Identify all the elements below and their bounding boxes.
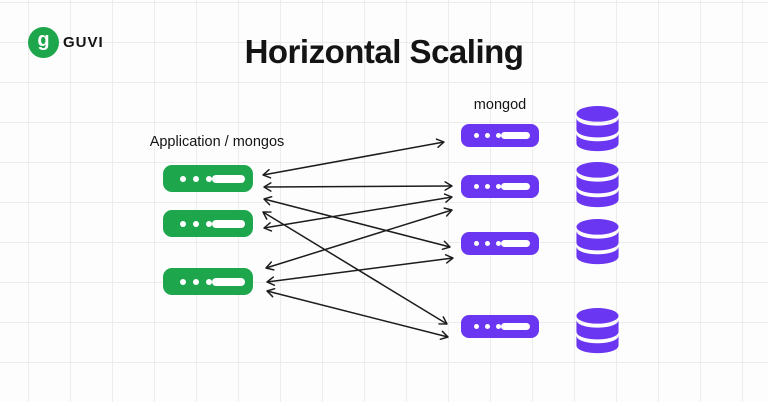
server-led-dot [474, 184, 479, 189]
server-led-dot [474, 133, 479, 138]
connection-arrow [263, 181, 453, 192]
connection-arrow [266, 254, 454, 286]
server-led-dot [474, 241, 479, 246]
server-drive-slot [212, 174, 245, 183]
server-drive-slot [501, 183, 530, 190]
database-cylinder-icon [576, 162, 619, 209]
app-column-label: Application / mongos [149, 134, 285, 150]
app-server [163, 165, 253, 192]
server-led-dot [485, 133, 490, 138]
server-led-dot [180, 220, 186, 227]
connection-arrow [262, 138, 445, 179]
server-led-dot [485, 324, 490, 329]
server-drive-slot [501, 132, 530, 139]
server-led-dot [193, 278, 199, 285]
guvi-logo-icon: g [28, 27, 59, 58]
server-led-dot [485, 184, 490, 189]
database-cylinder-icon [576, 106, 619, 153]
server-drive-slot [212, 277, 245, 286]
app-server [163, 210, 253, 237]
guvi-g-icon: g [37, 28, 50, 51]
brand-name: GUVI [63, 34, 104, 51]
server-led-dot [485, 241, 490, 246]
database-cylinder-icon [576, 308, 619, 355]
mongod-server [461, 232, 539, 255]
server-drive-slot [501, 323, 530, 330]
mongod-server [461, 175, 539, 198]
server-drive-slot [212, 219, 245, 228]
server-led-dot [206, 220, 212, 227]
server-led-dot [193, 220, 199, 227]
server-drive-slot [501, 240, 530, 247]
server-led-dot [206, 175, 212, 182]
server-led-dot [496, 184, 501, 189]
server-led-dot [206, 278, 212, 285]
server-led-dot [180, 175, 186, 182]
server-led-dot [474, 324, 479, 329]
server-led-dot [496, 133, 501, 138]
mongod-server [461, 315, 539, 338]
connection-arrow [266, 287, 449, 341]
server-led-dot [180, 278, 186, 285]
database-cylinder-icon [576, 219, 619, 266]
server-led-dot [496, 241, 501, 246]
mongod-server [461, 124, 539, 147]
server-led-dot [496, 324, 501, 329]
app-server [163, 268, 253, 295]
page-title: Horizontal Scaling [244, 33, 524, 70]
mongod-column-label: mongod [473, 97, 527, 113]
server-led-dot [193, 175, 199, 182]
